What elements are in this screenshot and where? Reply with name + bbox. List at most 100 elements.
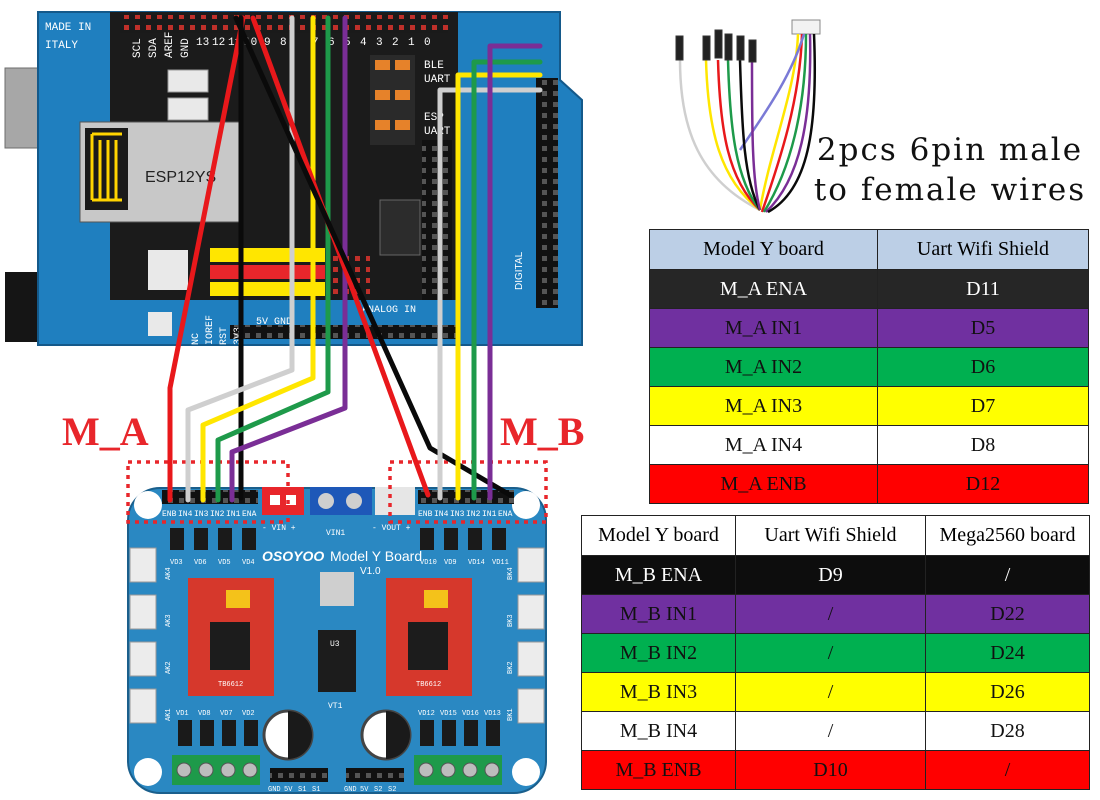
svg-text:5V: 5V	[256, 317, 268, 328]
svg-text:VD15: VD15	[440, 710, 457, 718]
osoyoo-brand: OSOYOO	[262, 548, 324, 564]
vin-terminal	[262, 487, 304, 515]
table-cell: /	[735, 711, 926, 751]
m-b-pin-labels: ENB IN4 IN3 IN2 IN1 ENA	[418, 510, 513, 519]
power-terminal-labels: - VIN + VIN1 - VOUT +	[262, 524, 411, 538]
svg-text:9: 9	[264, 37, 271, 49]
svg-text:VD14: VD14	[468, 559, 485, 567]
svg-text:AK3: AK3	[165, 614, 173, 627]
svg-text:VD1: VD1	[176, 710, 189, 718]
analog-in-label: ANALOG IN	[362, 305, 416, 316]
svg-text:IN1: IN1	[226, 510, 241, 519]
m-a-label: M_A	[62, 409, 149, 454]
svg-text:VD5: VD5	[218, 559, 231, 567]
m-a-pin-labels: ENB IN4 IN3 IN2 IN1 ENA	[162, 510, 257, 519]
table-header-cell: Mega2560 board	[925, 515, 1090, 556]
vt1-label: VT1	[328, 702, 343, 711]
table-row: M_A IN3 D7	[649, 386, 1089, 426]
table-row: M_B IN1 / D22	[581, 594, 1090, 634]
side-connector-labels: AK4 AK3 AK2 AK1 BK4 BK3 BK2 BK1	[165, 567, 515, 721]
model-y-version: V1.0	[360, 566, 381, 577]
svg-text:IN2: IN2	[210, 510, 225, 519]
svg-text:AREF: AREF	[164, 32, 176, 58]
svg-text:2: 2	[392, 37, 399, 49]
wire-m-a-in4	[185, 15, 295, 503]
wire-caption-line-2: to female wires	[813, 172, 1087, 208]
svg-text:IN3: IN3	[194, 510, 209, 519]
table-cell: D7	[877, 386, 1089, 426]
svg-text:ENB: ENB	[418, 510, 433, 519]
table-header-cell: Uart Wifi Shield	[877, 229, 1089, 270]
table-cell: /	[925, 555, 1090, 595]
regulator	[320, 572, 354, 606]
female-connector	[791, 19, 821, 35]
table-cell: M_B IN4	[581, 711, 736, 751]
six-pin-cable-illustration	[675, 19, 821, 214]
svg-text:AK4: AK4	[165, 567, 173, 580]
wire-m-a-in1	[229, 15, 348, 503]
table-cell: D9	[735, 555, 926, 595]
svg-text:NC: NC	[191, 333, 202, 345]
svg-text:GND: GND	[344, 786, 357, 794]
m-b-wires	[233, 15, 543, 501]
table-row: M_B ENB D10 /	[581, 750, 1090, 790]
wire-m-b-enb	[250, 15, 431, 498]
svg-text:VD3: VD3	[170, 559, 183, 567]
svg-text:GND: GND	[180, 38, 192, 58]
svg-text:S1: S1	[312, 786, 320, 794]
table-cell: D28	[925, 711, 1090, 751]
table-cell: M_B IN1	[581, 594, 736, 634]
table-header-cell: Uart Wifi Shield	[735, 515, 926, 556]
table-cell: /	[925, 750, 1090, 790]
table-row: M_B IN3 / D26	[581, 672, 1090, 712]
svg-text:- VIN +: - VIN +	[262, 524, 296, 533]
svg-text:IN4: IN4	[178, 510, 193, 519]
wire-m-b-in3	[455, 72, 543, 501]
svg-text:1: 1	[408, 37, 415, 49]
svg-text:SCL: SCL	[132, 38, 144, 58]
svg-text:VD8: VD8	[198, 710, 211, 718]
top-led-labels: VD3 VD6 VD5 VD4 VD10 VD9 VD14 VD11	[170, 559, 509, 567]
svg-text:GND: GND	[274, 317, 292, 328]
digital-label: DIGITAL	[514, 251, 525, 290]
table-row: M_A ENA D11	[649, 269, 1089, 309]
svg-text:TB6612: TB6612	[416, 681, 441, 689]
table-cell: /	[735, 594, 926, 634]
svg-text:6: 6	[328, 37, 335, 49]
svg-text:ENA: ENA	[242, 510, 257, 519]
svg-text:VD2: VD2	[242, 710, 255, 718]
svg-text:VD6: VD6	[194, 559, 207, 567]
svg-text:RST: RST	[219, 327, 230, 345]
wire-m-a-in3	[200, 15, 316, 503]
wire-m-b-ena	[233, 15, 513, 498]
svg-text:S2: S2	[374, 786, 382, 794]
table-cell: /	[735, 633, 926, 673]
regulator-label: U3	[330, 640, 340, 649]
table-cell: M_A ENB	[649, 464, 878, 504]
svg-text:0: 0	[424, 37, 431, 49]
svg-text:BK3: BK3	[507, 614, 515, 627]
svg-text:4: 4	[360, 37, 367, 49]
table-cell: M_A IN2	[649, 347, 878, 387]
table-row: M_A IN4 D8	[649, 425, 1089, 465]
m-a-pin-header	[162, 490, 258, 504]
svg-text:TB6612: TB6612	[218, 681, 243, 689]
table-cell: D22	[925, 594, 1090, 634]
esp-module-label: ESP12YS	[145, 169, 216, 186]
table-header-row: Model Y board Uart Wifi Shield	[649, 229, 1089, 270]
digital-header-column	[536, 78, 558, 308]
table-cell: D6	[877, 347, 1089, 387]
wire-m-a-enb	[167, 15, 246, 503]
table-cell: M_A ENA	[649, 269, 878, 309]
svg-text:SDA: SDA	[148, 38, 160, 58]
svg-text:IN3: IN3	[450, 510, 465, 519]
table-header-row: Model Y board Uart Wifi Shield Mega2560 …	[581, 515, 1090, 556]
svg-text:VD16: VD16	[462, 710, 479, 718]
svg-text:VD4: VD4	[242, 559, 255, 567]
svg-text:AK1: AK1	[165, 708, 173, 721]
table-row: M_B IN2 / D24	[581, 633, 1090, 673]
bottom-led-labels: VD1 VD8 VD7 VD2 VD12 VD15 VD16 VD13	[176, 710, 501, 718]
table-cell: D8	[877, 425, 1089, 465]
svg-text:BK2: BK2	[507, 661, 515, 674]
svg-text:12: 12	[212, 37, 225, 49]
